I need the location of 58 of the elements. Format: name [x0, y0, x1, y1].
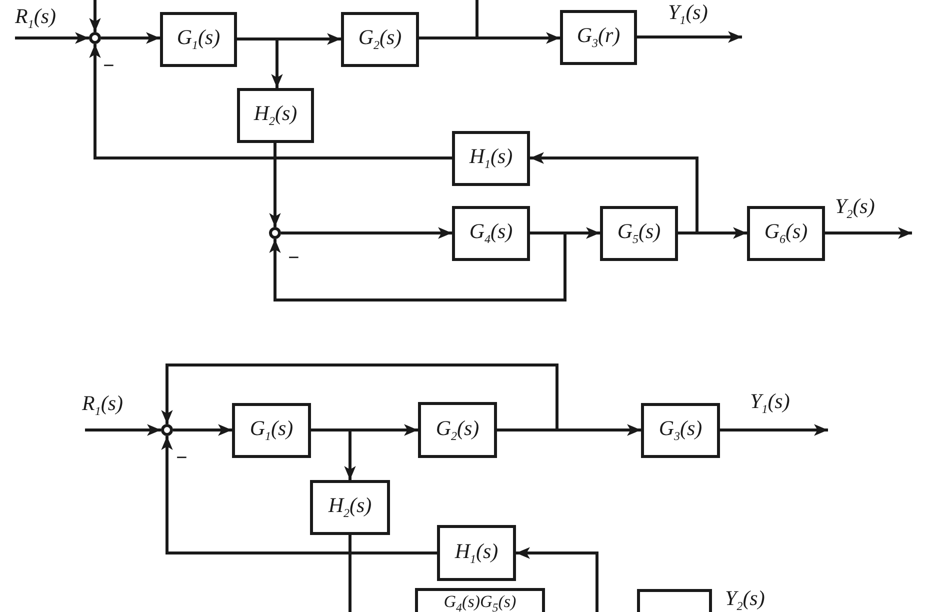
connector-line — [348, 535, 352, 612]
transfer-function: G$_{3}$(s) — [658, 418, 702, 443]
arrow — [101, 32, 160, 44]
arrow — [516, 547, 598, 612]
minus-sign: − — [103, 56, 114, 76]
arrow — [173, 424, 232, 436]
block-box — [637, 589, 712, 612]
block-box — [452, 131, 530, 186]
arrow — [237, 38, 283, 88]
arrow — [311, 428, 356, 480]
block-box — [641, 403, 720, 458]
arrow — [269, 232, 566, 302]
arrow — [15, 32, 89, 44]
block-box — [747, 206, 825, 261]
transfer-function: G$_{2}$(s) — [436, 418, 480, 442]
arrow — [161, 364, 558, 432]
transfer-function: H$_{2}$(s) — [254, 103, 298, 128]
block-box — [437, 525, 516, 581]
block-box — [418, 402, 497, 458]
arrow — [281, 227, 452, 239]
arrow — [89, 0, 101, 32]
arrow — [530, 152, 698, 234]
minus-sign: − — [176, 448, 188, 468]
signal-label: Y$_{2}$(s) — [835, 196, 875, 220]
block-box — [560, 10, 637, 65]
transfer-function: H$_{1}$(s) — [469, 146, 513, 171]
transfer-function: G$_{4}$(s)G$_{5}$(s) — [444, 593, 516, 612]
signal-label: R$_{1}$(s) — [15, 6, 56, 30]
block-box — [415, 588, 545, 612]
arrow — [269, 143, 281, 227]
minus-sign: − — [288, 248, 300, 268]
block-box — [452, 206, 530, 261]
transfer-function: G$_{3}$(r) — [576, 25, 620, 50]
transfer-function: G$_{6}$(s) — [764, 221, 808, 246]
transfer-function: G$_{4}$(s) — [469, 221, 513, 246]
block-box — [160, 12, 237, 67]
block-box — [600, 206, 678, 261]
signal-label: Y$_{1}$(s) — [750, 391, 790, 416]
arrow — [161, 436, 437, 554]
block-box — [232, 403, 311, 458]
block-box — [310, 480, 390, 535]
transfer-function: H$_{1}$(s) — [454, 540, 498, 566]
arrow — [85, 424, 161, 436]
transfer-function: G$_{1}$(s) — [250, 418, 294, 443]
transfer-function: G$_{2}$(s) — [358, 27, 402, 52]
block-box — [237, 88, 314, 143]
transfer-function: G$_{5}$(s) — [617, 221, 661, 246]
transfer-function: G$_{1}$(s) — [176, 27, 220, 52]
arrow — [637, 31, 742, 43]
block-box — [341, 12, 419, 67]
arrow — [720, 424, 828, 436]
signal-label: Y$_{1}$(s) — [668, 2, 708, 26]
transfer-function: H$_{2}$(s) — [328, 495, 372, 520]
arrow — [89, 44, 452, 160]
signal-label: R$_{1}$(s) — [82, 393, 123, 418]
arrow — [825, 227, 912, 239]
connector-line — [419, 0, 478, 40]
signal-label: Y$_{2}$(s) — [725, 588, 765, 612]
